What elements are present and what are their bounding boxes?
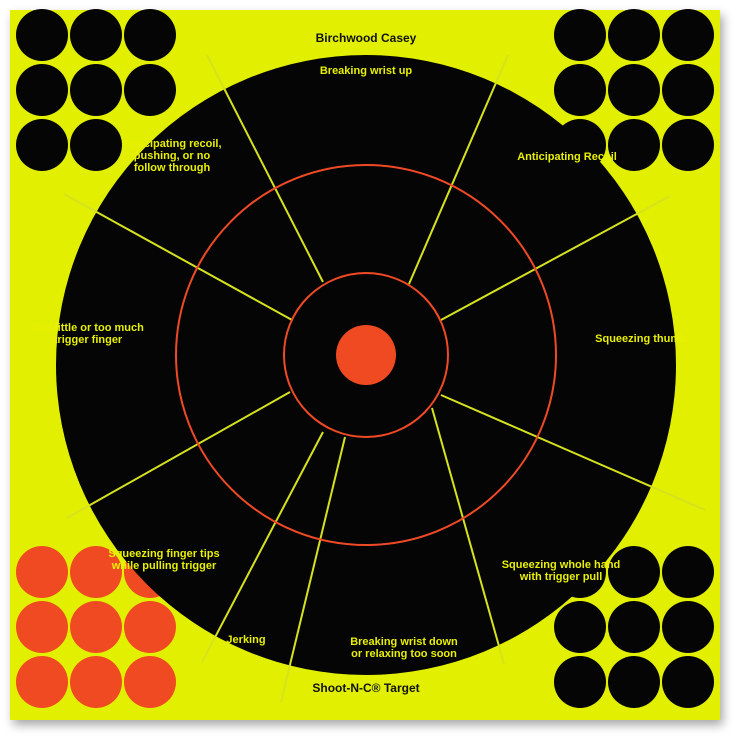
paster-dot-icon [70, 9, 122, 61]
paster-dot-icon [16, 601, 68, 653]
paster-dot-icon [124, 9, 176, 61]
segment-label-line: Too little or too much [32, 322, 144, 334]
segment-label-line: Squeezing thumb [595, 333, 687, 345]
segment-divider-line [66, 391, 291, 519]
segment-divider-line [201, 431, 324, 663]
segment-label-line: Anticipating recoil, [122, 138, 221, 150]
segment-label-line: pushing, or no [134, 150, 211, 162]
paster-dot-icon [662, 656, 714, 708]
paster-dot-icon [124, 656, 176, 708]
corner-pasters-top-left [16, 9, 176, 171]
segment-label-top: Breaking wrist up [320, 65, 413, 77]
brand-top-label: Birchwood Casey [316, 31, 417, 45]
segment-label-line: with trigger pull [519, 571, 603, 583]
paster-dot-icon [16, 9, 68, 61]
paster-dot-icon [16, 656, 68, 708]
paster-dot-icon [662, 9, 714, 61]
inner-ring [283, 272, 449, 438]
segment-label-line: Squeezing finger tips [108, 548, 219, 560]
segment-label-line: or relaxing too soon [351, 648, 457, 660]
segment-divider-line [440, 394, 706, 511]
segment-divider-line [206, 54, 324, 283]
paster-dot-icon [662, 64, 714, 116]
segment-labels: Breaking wrist up Anticipating RecoilSque… [32, 65, 687, 660]
segment-divider-line [63, 193, 293, 321]
paster-dot-icon [70, 119, 122, 171]
paster-dot-icon [554, 601, 606, 653]
segment-divider-line [280, 436, 346, 703]
segment-label-line: Squeezing whole hand [502, 559, 621, 571]
paster-dot-icon [662, 119, 714, 171]
segment-label-upper-right: Anticipating Recoil [517, 151, 617, 163]
segment-divider-line [431, 407, 505, 665]
paster-dot-icon [608, 64, 660, 116]
segment-label-line: trigger finger [54, 334, 123, 346]
segment-divider-line [408, 54, 509, 285]
paster-dot-icon [16, 119, 68, 171]
brand-bottom-label: Shoot-N-C® Target [312, 681, 419, 695]
segment-label-right: Squeezing thumb [595, 333, 687, 345]
paster-dot-icon [554, 9, 606, 61]
paster-dot-icon [16, 64, 68, 116]
paster-dot-icon [608, 119, 660, 171]
paster-dot-icon [554, 656, 606, 708]
segment-label-bottom-left: Jerking [226, 634, 265, 646]
paster-dot-icon [124, 64, 176, 116]
segment-divider-line [440, 195, 671, 321]
paster-dot-icon [608, 656, 660, 708]
paster-dot-icon [70, 546, 122, 598]
paster-dot-icon [70, 64, 122, 116]
paster-dot-icon [662, 546, 714, 598]
segment-label-line: Anticipating Recoil [517, 151, 617, 163]
segment-label-line: while pulling trigger [111, 560, 217, 572]
segment-label-line: Jerking [226, 634, 265, 646]
corner-pasters-top-right [554, 9, 714, 171]
paster-dot-icon [70, 601, 122, 653]
paster-dot-icon [608, 9, 660, 61]
paster-dot-icon [608, 601, 660, 653]
paster-dot-icon [124, 601, 176, 653]
segment-label-line: Breaking wrist up [320, 65, 413, 77]
paster-dot-icon [70, 656, 122, 708]
bullseye-icon [336, 325, 396, 385]
outer-ring [175, 164, 557, 546]
paster-dot-icon [554, 64, 606, 116]
paster-dot-icon [608, 546, 660, 598]
segment-label-line: Breaking wrist down [350, 636, 458, 648]
segment-dividers [63, 54, 706, 703]
paster-dot-icon [16, 546, 68, 598]
segment-label-line: follow through [134, 162, 211, 174]
paster-dot-icon [662, 601, 714, 653]
